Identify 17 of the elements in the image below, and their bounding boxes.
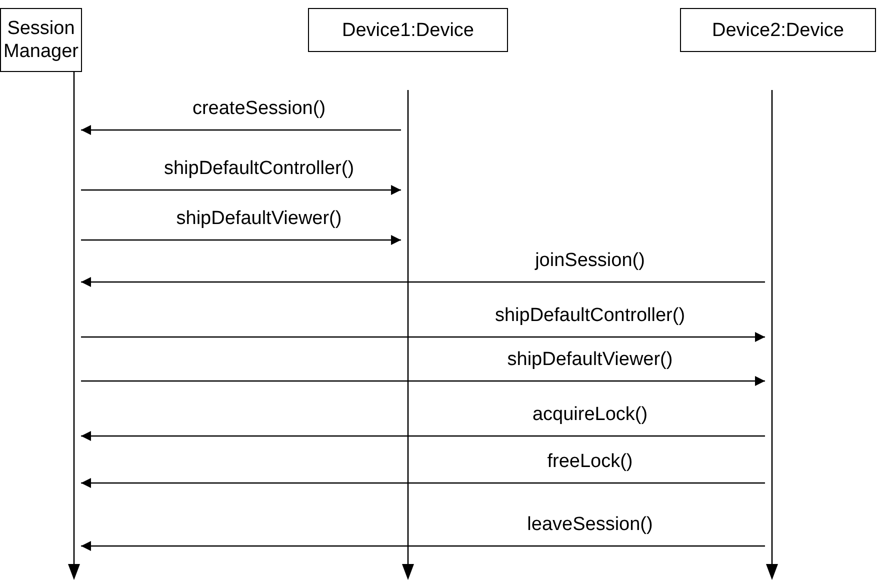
- lifeline-arrow: [401, 90, 415, 580]
- message-arrow: [81, 125, 401, 135]
- lifeline-arrow: [765, 90, 779, 580]
- message-arrow: [81, 185, 401, 195]
- participant-box: Device1:Device: [308, 8, 508, 52]
- message-label: leaveSession(): [525, 514, 655, 536]
- participant-box: Session Manager: [0, 8, 82, 72]
- message-arrow: [81, 478, 765, 488]
- message-arrow: [81, 541, 765, 551]
- message-arrow: [81, 376, 765, 386]
- participant-box: Device2:Device: [680, 8, 876, 52]
- lifeline-arrow: [67, 72, 81, 580]
- message-arrow: [81, 277, 765, 287]
- message-arrow: [81, 431, 765, 441]
- message-label: joinSession(): [533, 250, 647, 272]
- message-arrow: [81, 332, 765, 342]
- message-arrow: [81, 235, 401, 245]
